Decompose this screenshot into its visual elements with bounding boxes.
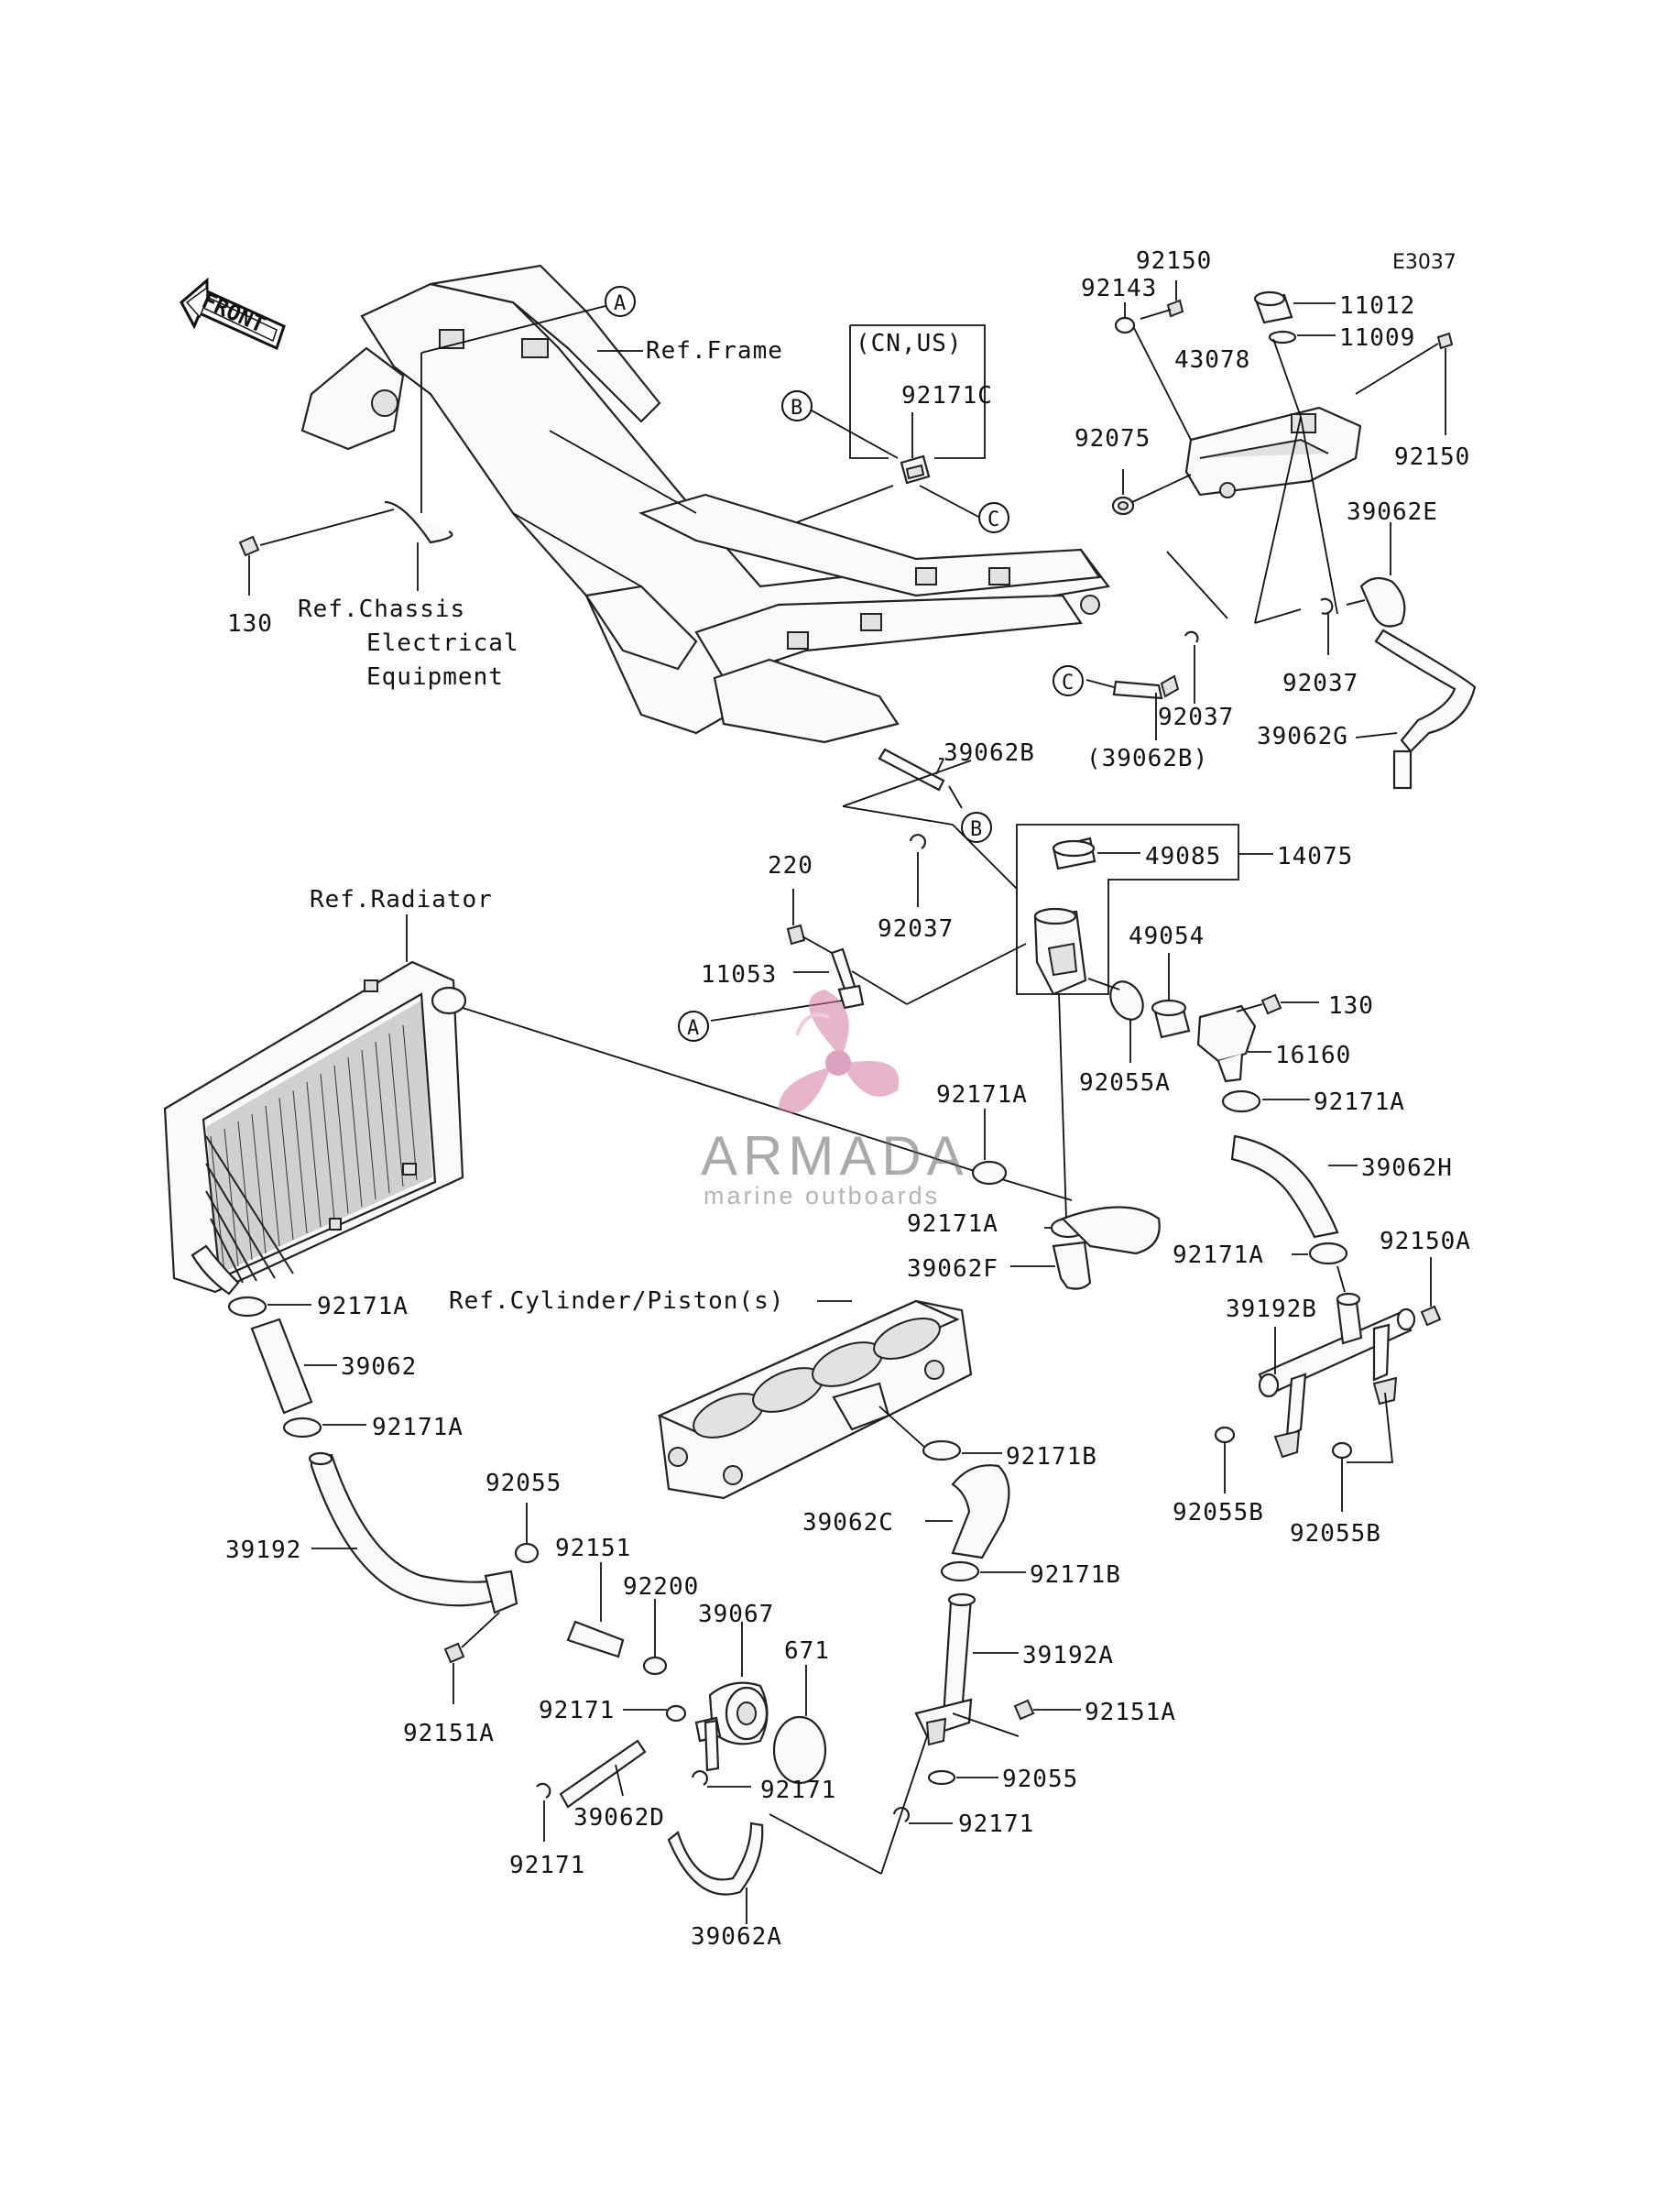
part-number-label: 92171A xyxy=(907,1210,998,1238)
ref-chassis-line3: Equipment xyxy=(366,663,504,691)
armada-watermark: ARMADA marine outboards xyxy=(701,990,969,1209)
water-pipe-39192a xyxy=(914,1592,976,1746)
part-number-label: 39062C xyxy=(802,1509,894,1537)
part-number-label: 92171 xyxy=(958,1811,1034,1838)
svg-text:A: A xyxy=(614,292,626,315)
part-number-label: 92171A xyxy=(1314,1089,1405,1116)
part-number-label: 16160 xyxy=(1275,1042,1351,1069)
ref-marker-b-top: B xyxy=(781,390,813,421)
part-number-label: 92055B xyxy=(1173,1499,1264,1526)
part-number-label: 92037 xyxy=(1282,670,1358,697)
part-number-label: 39062D xyxy=(573,1804,665,1832)
part-number-label: 92171B xyxy=(1030,1561,1121,1589)
part-number-label: (39062B) xyxy=(1086,745,1208,772)
ref-marker-a-lower: A xyxy=(678,1011,709,1042)
svg-text:B: B xyxy=(791,397,802,420)
part-number-label: 92171B xyxy=(1006,1443,1097,1471)
part-number-label: 92055A xyxy=(1079,1069,1171,1097)
part-number-label: 92171A xyxy=(1173,1242,1264,1269)
watermark-tagline: marine outboards xyxy=(704,1182,940,1209)
water-pipe-39192b xyxy=(1258,1292,1416,1459)
frame-drawing xyxy=(300,264,1110,744)
part-number-label: 39062B xyxy=(944,739,1035,767)
ref-marker-a-top: A xyxy=(605,286,636,317)
svg-text:C: C xyxy=(987,509,999,531)
part-number-label: 92171 xyxy=(509,1852,585,1879)
part-number-label: 39062F xyxy=(907,1255,998,1283)
part-number-label: 92037 xyxy=(1158,704,1234,731)
part-number-label: 39062E xyxy=(1347,498,1438,526)
radiator xyxy=(163,960,467,1296)
part-number-label: 92171A xyxy=(317,1293,409,1320)
part-number-label: 92150 xyxy=(1394,443,1470,471)
ref-cylinder-label: Ref.Cylinder/Piston(s) xyxy=(449,1287,784,1315)
part-number-label: 39062G xyxy=(1257,723,1348,750)
part-number-label: 130 xyxy=(1328,992,1374,1020)
water-pipe-39192 xyxy=(308,1451,518,1614)
part-number-label: 671 xyxy=(784,1637,830,1665)
part-number-label: 39062A xyxy=(691,1923,782,1951)
part-number-label: 92171A xyxy=(936,1081,1028,1109)
part-number-label: 39192B xyxy=(1226,1296,1317,1323)
part-number-label: 92171 xyxy=(539,1697,615,1724)
part-number-label: 39192 xyxy=(225,1537,301,1564)
svg-text:B: B xyxy=(970,818,982,841)
part-number-label: 39192A xyxy=(1022,1642,1114,1669)
ref-chassis-line1: Ref.Chassis xyxy=(298,596,465,623)
part-number-label: 92200 xyxy=(623,1573,699,1601)
ref-frame-label: Ref.Frame xyxy=(646,337,783,365)
watermark-brand: ARMADA xyxy=(701,1125,969,1187)
part-number-label: 92171A xyxy=(372,1414,464,1441)
part-number-label: 39062 xyxy=(341,1353,417,1381)
part-number-label: 92055 xyxy=(485,1470,562,1497)
cylinder-block xyxy=(657,1299,973,1500)
svg-text:C: C xyxy=(1062,672,1074,695)
ref-chassis-line2: Electrical xyxy=(366,629,519,657)
part-number-label: 49054 xyxy=(1129,923,1205,950)
part-number-label: 11053 xyxy=(701,961,777,989)
part-number-label: 43078 xyxy=(1174,346,1250,374)
part-number-label: 92150A xyxy=(1380,1228,1471,1255)
part-number-label: 92055 xyxy=(1002,1766,1078,1793)
part-number-label: 92037 xyxy=(878,915,954,943)
part-number-label: 92055B xyxy=(1290,1520,1381,1548)
part-number-label: 49085 xyxy=(1145,843,1221,870)
part-number-label: 130 xyxy=(227,610,273,638)
part-number-label: 92150 xyxy=(1136,247,1212,275)
part-number-labels: 921509214311012110094307892171C920759215… xyxy=(225,247,1471,1951)
part-number-label: 92151A xyxy=(403,1720,495,1747)
part-number-label: 92143 xyxy=(1081,275,1157,302)
part-number-label: 11012 xyxy=(1339,292,1415,320)
part-number-label: 220 xyxy=(768,852,813,880)
region-note: (CN,US) xyxy=(856,330,963,357)
diagram-code: E3037 xyxy=(1392,251,1456,274)
front-arrow-icon: FRONT xyxy=(180,277,286,351)
armada-propeller-logo xyxy=(779,990,900,1113)
part-number-label: 92075 xyxy=(1075,425,1151,453)
front-arrow-label: FRONT xyxy=(198,288,268,338)
ref-marker-b-lower: B xyxy=(961,812,992,843)
part-number-label: 14075 xyxy=(1277,843,1353,870)
part-number-label: 92151A xyxy=(1085,1699,1176,1726)
svg-text:A: A xyxy=(687,1017,699,1040)
part-number-label: 11009 xyxy=(1339,324,1415,352)
ref-marker-c-top: C xyxy=(978,502,1009,533)
part-number-label: 39062H xyxy=(1361,1154,1453,1182)
part-number-label: 92151 xyxy=(555,1535,631,1562)
reservoir-tank xyxy=(1184,290,1362,498)
ref-marker-c-lower: C xyxy=(1053,665,1084,696)
filler-neck xyxy=(1033,837,1096,996)
ref-radiator-label: Ref.Radiator xyxy=(310,886,493,914)
part-number-label: 92171C xyxy=(901,382,993,410)
part-number-label: 92171 xyxy=(760,1777,836,1804)
part-number-label: 39067 xyxy=(698,1601,774,1628)
